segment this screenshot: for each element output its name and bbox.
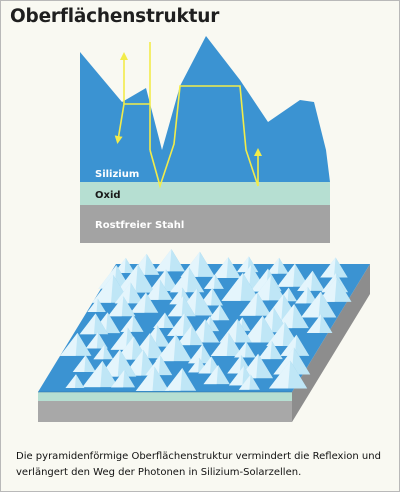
pyramid-highlight-face	[65, 374, 77, 389]
light-rays	[114, 42, 262, 189]
pyramid-highlight-face	[115, 336, 134, 360]
pyramid-highlight-face	[227, 355, 242, 374]
pyramid-highlight-face	[176, 325, 192, 346]
pyramid-highlight-face	[210, 332, 229, 356]
slab-front-bottom	[38, 401, 292, 422]
pyramid-highlight-face	[164, 367, 183, 391]
light-ray-trap	[149, 85, 262, 189]
silicon-layer	[80, 36, 330, 182]
pyramid-highlight-face	[167, 295, 184, 317]
pyramid-highlight-face	[85, 332, 99, 349]
pyramid-highlight-face	[108, 296, 124, 317]
pyramid-highlight-face	[130, 253, 147, 275]
pyramid-highlight-face	[72, 355, 86, 372]
layer-label-silicon: Silizium	[95, 169, 139, 180]
pyramid-highlight-face	[135, 366, 155, 392]
slab-front-top	[38, 392, 292, 401]
pyramid-highlight-face	[212, 257, 229, 279]
slab-side	[292, 264, 370, 422]
pyramid-highlight-face	[258, 340, 272, 360]
pyramid-highlight-face	[266, 322, 285, 347]
pyramid-highlight-face	[268, 360, 291, 389]
pyramid-highlight-face	[234, 341, 247, 358]
steel-layer	[80, 205, 330, 243]
pyramid-highlight-face	[320, 257, 336, 278]
pyramid-highlight-face	[188, 357, 200, 373]
pyramid-highlight-face	[153, 312, 165, 328]
pyramid-highlight-face	[87, 298, 98, 312]
layer-label-oxide: Oxid	[95, 190, 121, 201]
pyramid-highlight-face	[180, 251, 200, 277]
pyramid-highlight-face	[266, 257, 280, 274]
pyramid-highlight-face	[114, 282, 131, 304]
pyramid-highlight-face	[169, 267, 190, 293]
pyramid-highlight-face	[297, 270, 313, 291]
pyramid-highlight-face	[203, 274, 216, 289]
pyramid-highlight-face	[236, 256, 249, 273]
cross-section: Silizium Oxid Rostfreier Stahl	[80, 36, 330, 243]
pyramid-highlight-face	[130, 292, 147, 313]
pyramid-highlight-face	[221, 272, 243, 301]
oxide-layer	[80, 182, 330, 205]
pyramid-highlight-face	[239, 292, 258, 316]
pyramid-highlight-face	[306, 314, 322, 333]
pyramid-field	[60, 249, 352, 392]
pyramid-highlight-face	[82, 360, 103, 388]
pyramid-highlight-face	[169, 287, 183, 305]
pyramid-highlight-face	[93, 344, 105, 360]
pyramid-highlight-face	[300, 291, 321, 318]
pyramid-highlight-face	[295, 286, 308, 304]
pyramid-highlight-face	[155, 334, 176, 362]
pyramid-highlight-face	[79, 313, 96, 335]
pyramid-highlight-face	[111, 369, 125, 388]
pyramid-slab	[38, 249, 370, 422]
diagram-title: Oberflächenstruktur	[10, 6, 220, 27]
pyramid-highlight-face	[207, 304, 220, 321]
light-ray-path	[114, 103, 150, 144]
pyramid-highlight-face	[219, 318, 238, 343]
diagram-caption: Die pyramidenförmige Oberflächenstruktur…	[16, 451, 381, 478]
pyramid-highlight-face	[252, 275, 271, 301]
pyramid-highlight-face	[277, 263, 295, 287]
pyramid-highlight-face	[228, 365, 244, 386]
pyramid-highlight-face	[275, 303, 295, 329]
pyramid-highlight-face	[263, 294, 284, 321]
pyramid-highlight-face	[154, 249, 172, 272]
pyramid-highlight-face	[144, 279, 161, 300]
pyramid-highlight-face	[110, 327, 128, 350]
pyramid-highlight-face	[120, 315, 134, 332]
layer-label-steel: Rostfreier Stahl	[95, 220, 184, 231]
pyramid-highlight-face	[60, 332, 78, 356]
pyramid-highlight-face	[238, 374, 251, 390]
pyramid-highlight-face	[198, 356, 212, 374]
pyramid-highlight-face	[91, 274, 114, 303]
pyramid-highlight-face	[203, 364, 219, 385]
pyramid-highlight-face	[167, 313, 185, 336]
